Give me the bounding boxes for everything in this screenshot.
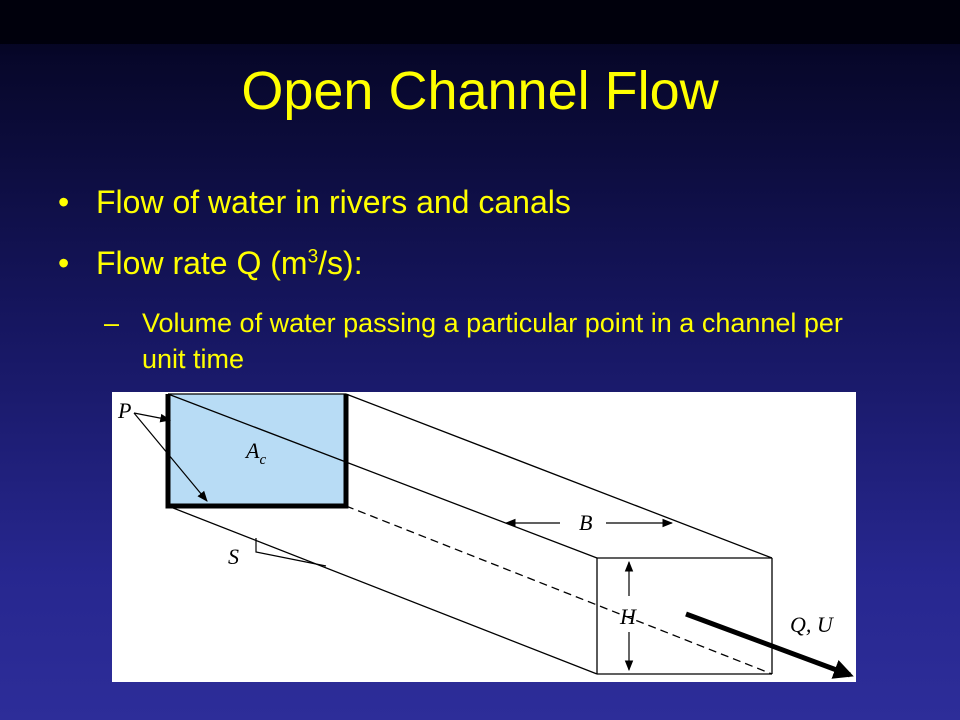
sub-bullet-marker: – <box>104 308 120 338</box>
bullet-item: • Flow of water in rivers and canals <box>58 180 918 224</box>
bullet-item: • Flow rate Q (m3/s): <box>58 241 918 285</box>
slide-title: Open Channel Flow <box>241 61 719 121</box>
flow-label: Q, U <box>790 612 835 637</box>
top-bar <box>0 0 960 44</box>
slope-label: S <box>228 544 239 569</box>
channel-edges <box>167 393 773 675</box>
sub-bullet-text: Volume of water passing a particular poi… <box>142 308 843 374</box>
channel-diagram-svg: P Ac B S H Q, U <box>117 393 854 679</box>
perimeter-arrow-top <box>133 412 172 423</box>
perimeter-arrow-bottom <box>133 412 208 502</box>
bullet-marker: • <box>58 245 70 281</box>
bullet-marker: • <box>58 184 70 220</box>
bullet-text-before: Flow rate Q (m <box>96 245 308 281</box>
cross-section-outline <box>165 394 349 509</box>
slope-indicator <box>255 538 327 567</box>
area-label: Ac <box>244 438 266 468</box>
width-label: B <box>579 510 592 535</box>
sub-bullet-item: – Volume of water passing a particular p… <box>104 305 864 377</box>
bullet-superscript: 3 <box>307 246 319 268</box>
perimeter-label: P <box>117 398 131 423</box>
bullet-text: Flow of water in rivers and canals <box>96 184 571 220</box>
water-cross-section <box>168 394 346 506</box>
depth-label: H <box>619 604 637 629</box>
bullet-text-after: /s): <box>318 245 363 281</box>
channel-diagram: P Ac B S H Q, U <box>112 392 856 682</box>
flow-arrow <box>685 611 854 679</box>
